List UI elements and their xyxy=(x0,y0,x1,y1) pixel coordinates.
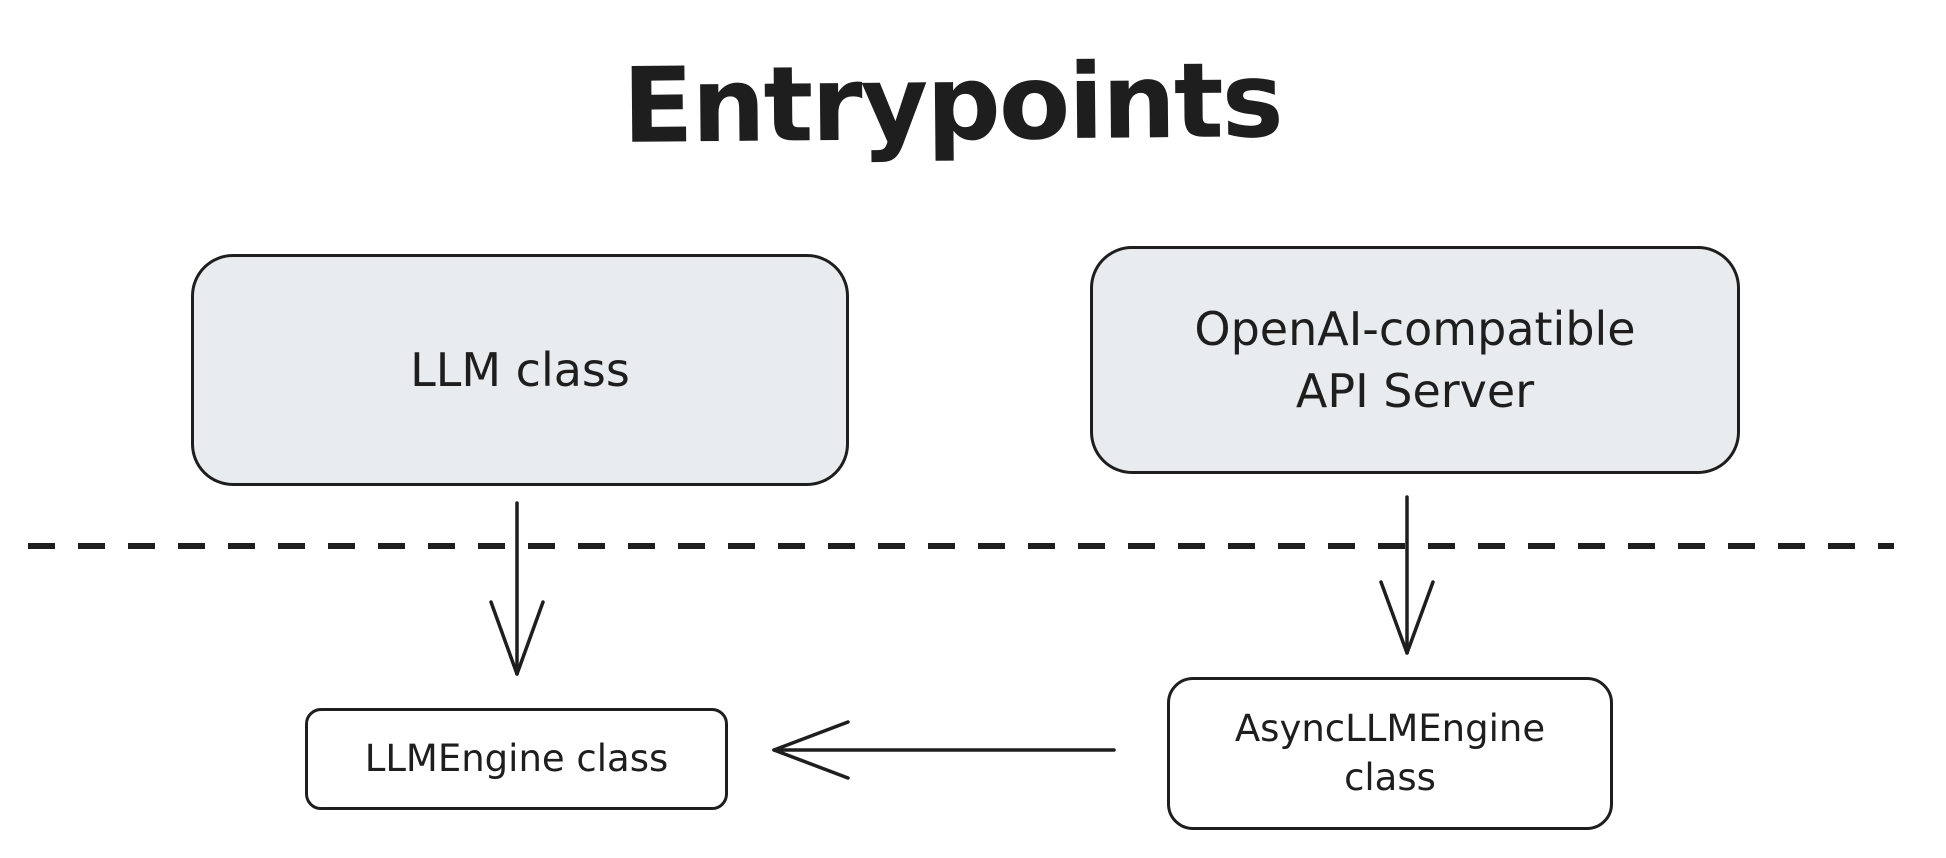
diagram-title: Entrypoints xyxy=(621,39,1283,167)
down-arrow-icon xyxy=(489,501,545,676)
node-api-server: OpenAI-compatible API Server xyxy=(1090,246,1740,474)
dashed-divider-line xyxy=(28,543,1894,549)
arrow-asyncengine-to-llmengine xyxy=(770,716,1118,784)
node-asyncllmengine-class: AsyncLLMEngine class xyxy=(1167,677,1613,830)
down-arrow-icon xyxy=(1379,495,1435,655)
node-asyncllmengine-class-label-line1: AsyncLLMEngine xyxy=(1234,707,1546,751)
node-api-server-label-line1: OpenAI-compatible xyxy=(1194,301,1636,356)
node-asyncllmengine-class-label-line2: class xyxy=(1344,755,1436,799)
arrow-apiserver-to-asyncengine xyxy=(1377,494,1437,659)
arrow-llm-to-llmengine xyxy=(487,500,547,680)
node-llm-class-label: LLM class xyxy=(410,342,630,397)
node-llm-class: LLM class xyxy=(191,254,849,486)
node-llmengine-class: LLMEngine class xyxy=(305,708,728,810)
node-api-server-label-line2: API Server xyxy=(1295,364,1535,418)
node-llmengine-class-label: LLMEngine class xyxy=(364,737,669,781)
left-arrow-icon xyxy=(772,720,1116,780)
